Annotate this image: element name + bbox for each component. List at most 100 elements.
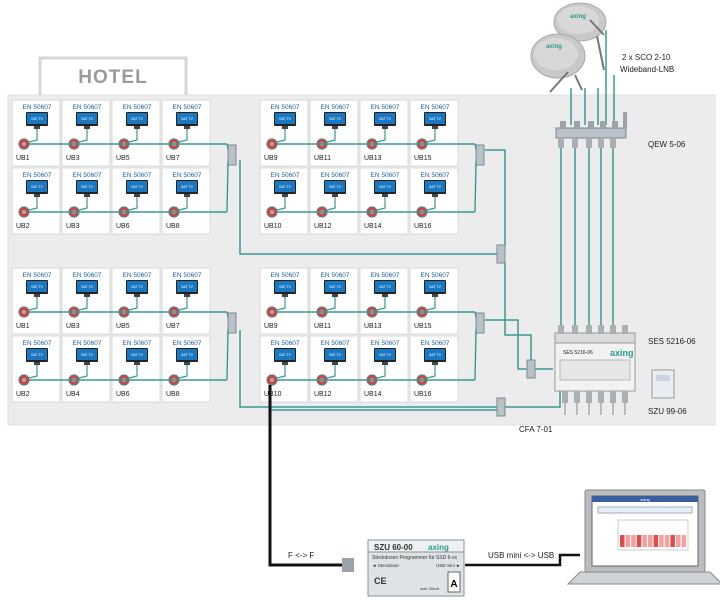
- room-standard: EN 50607: [23, 272, 52, 279]
- tv-screen-icon: [27, 113, 47, 124]
- room-box: [61, 335, 111, 403]
- room-number: UB10: [264, 223, 282, 230]
- tv-screen-icon: [177, 181, 197, 192]
- room-standard: EN 50607: [73, 340, 102, 347]
- tv-label: SAT TV: [81, 285, 94, 289]
- room-number: UB4: [66, 391, 80, 398]
- splitter-cable: [226, 311, 229, 381]
- room-box: [309, 167, 359, 235]
- tv-stand: [184, 362, 190, 365]
- qew-5-06-amplifier: [555, 112, 627, 148]
- tv-label: SAT TV: [31, 285, 44, 289]
- tv-label: SAT TV: [31, 353, 44, 357]
- tv-cable: [326, 197, 336, 211]
- room-standard: EN 50607: [321, 272, 350, 279]
- tv-stand: [282, 194, 288, 197]
- room-box: [259, 267, 309, 335]
- lnb-label-line1: 2 x SCO 2-10: [622, 53, 671, 62]
- room-box: [111, 167, 161, 235]
- tv-label: SAT TV: [279, 353, 292, 357]
- ce-mark: CE: [374, 576, 387, 586]
- tv-stand: [382, 126, 388, 129]
- tv-stand: [282, 294, 288, 297]
- splitter-cable: [226, 143, 229, 213]
- room-standard: EN 50607: [123, 172, 152, 179]
- room-standard: EN 50607: [421, 272, 450, 279]
- tv-label: SAT TV: [279, 285, 292, 289]
- tv-screen-icon: [77, 349, 97, 360]
- tv-cable: [376, 197, 386, 211]
- tv-screen-icon: [77, 113, 97, 124]
- room-box: [259, 99, 309, 167]
- tv-cable: [376, 365, 386, 379]
- dish-brand-2: axing: [546, 44, 562, 50]
- room-standard: EN 50607: [371, 340, 400, 347]
- satellite-dish-1: axing: [553, 2, 607, 71]
- tv-cable: [78, 297, 88, 311]
- room-standard: EN 50607: [321, 172, 350, 179]
- tv-screen-icon: [275, 181, 295, 192]
- tv-cable: [376, 297, 386, 311]
- tv-stand: [34, 362, 40, 365]
- room-box: [11, 167, 61, 235]
- laptop-bar: [631, 535, 636, 547]
- hotel-sign: HOTEL: [78, 67, 147, 88]
- room-box: [309, 335, 359, 403]
- szu60-subtitle: Steckdosen Programmer für SSD 6-xx: [372, 555, 458, 561]
- tv-screen-icon: [177, 349, 197, 360]
- room-standard: EN 50607: [421, 340, 450, 347]
- tv-stand: [34, 294, 40, 297]
- room-number: UB7: [166, 155, 180, 162]
- ses-small-label: SES 5216-06: [563, 350, 593, 356]
- room-number: UB3: [66, 223, 80, 230]
- tv-stand: [34, 126, 40, 129]
- tv-screen-icon: [425, 113, 445, 124]
- tv-screen-icon: [375, 113, 395, 124]
- tv-label: SAT TV: [429, 285, 442, 289]
- room-standard: EN 50607: [321, 340, 350, 347]
- tv-stand: [134, 126, 140, 129]
- szu60-logo-icon: [447, 571, 461, 593]
- room-box: [61, 267, 111, 335]
- tv-cable: [276, 365, 286, 379]
- room-box: [111, 99, 161, 167]
- room-standard: EN 50607: [73, 172, 102, 179]
- tv-label: SAT TV: [379, 285, 392, 289]
- szu-60-00-programmer: SZU 60-00 axing Steckdosen Programmer fü…: [342, 539, 465, 597]
- tv-screen-icon: [325, 181, 345, 192]
- laptop-bar: [681, 535, 687, 547]
- tv-cable: [28, 197, 38, 211]
- tv-cable: [78, 197, 88, 211]
- ses-brand: axing: [610, 348, 634, 358]
- room-number: UB2: [16, 391, 30, 398]
- tv-cable: [426, 129, 436, 143]
- room-number: UB14: [364, 223, 382, 230]
- f-cable-label: F <-> F: [288, 551, 314, 560]
- room-box: [61, 99, 111, 167]
- lnb-cables: [570, 30, 615, 125]
- tv-stand: [432, 362, 438, 365]
- a-logo-icon: A: [450, 579, 457, 590]
- room-standard: EN 50607: [421, 172, 450, 179]
- laptop-bar: [648, 535, 653, 547]
- tv-cable: [128, 297, 138, 311]
- tv-label: SAT TV: [131, 353, 144, 357]
- laptop-bar: [664, 535, 670, 547]
- room-number: UB13: [364, 323, 382, 330]
- room-number: UB3: [66, 323, 80, 330]
- room-number: UB10: [264, 391, 282, 398]
- room-box: [111, 335, 161, 403]
- tv-stand: [432, 194, 438, 197]
- tv-stand: [84, 362, 90, 365]
